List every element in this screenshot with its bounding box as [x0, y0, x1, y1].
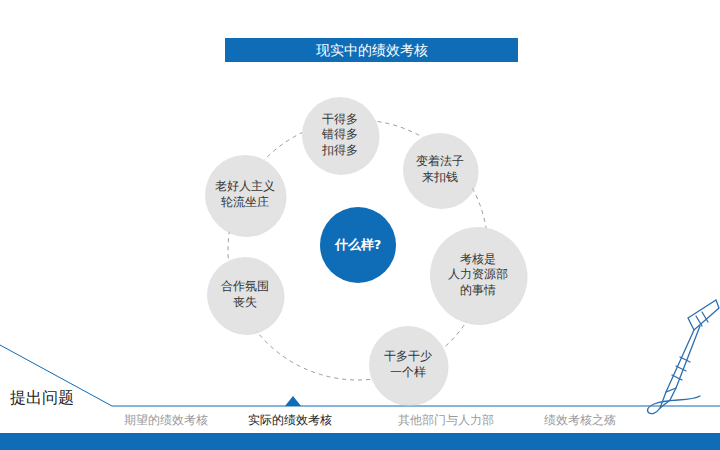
divider-line [112, 406, 720, 407]
nav-tab-active: 实际的绩效考核 [248, 412, 332, 429]
issue-circle: 变着法子 来扣钱 [403, 133, 477, 207]
center-circle: 什么样? [320, 207, 396, 283]
issue-circle: 干多干少 一个样 [369, 326, 447, 404]
node-label: 变着法子 来扣钱 [416, 154, 464, 185]
nav-tab: 其他部门与人力部 [398, 412, 494, 429]
section-label: 提出问题 [10, 388, 74, 409]
issue-circle: 考核是 人力资源部 的事情 [430, 227, 526, 323]
node-label: 干得多 错得多 扣得多 [322, 112, 358, 159]
node-label: 老好人主义 轮流坐庄 [215, 179, 275, 210]
issue-circle: 老好人主义 轮流坐庄 [205, 155, 285, 235]
node-label: 合作氛围 丧失 [221, 279, 269, 310]
title-band: 现实中的绩效考核 [225, 38, 518, 62]
nav-tab: 绩效考核之殇 [544, 412, 616, 429]
issue-circle: 干得多 错得多 扣得多 [302, 97, 378, 173]
nav-tab: 期望的绩效考核 [124, 412, 208, 429]
node-label: 干多干少 一个样 [384, 349, 432, 380]
node-label: 什么样? [335, 237, 382, 254]
node-label: 考核是 人力资源部 的事情 [448, 252, 508, 299]
active-marker [285, 396, 301, 406]
issue-circle: 合作氛围 丧失 [207, 257, 283, 333]
footer-bar [0, 433, 720, 450]
pen-illustration [648, 300, 719, 414]
